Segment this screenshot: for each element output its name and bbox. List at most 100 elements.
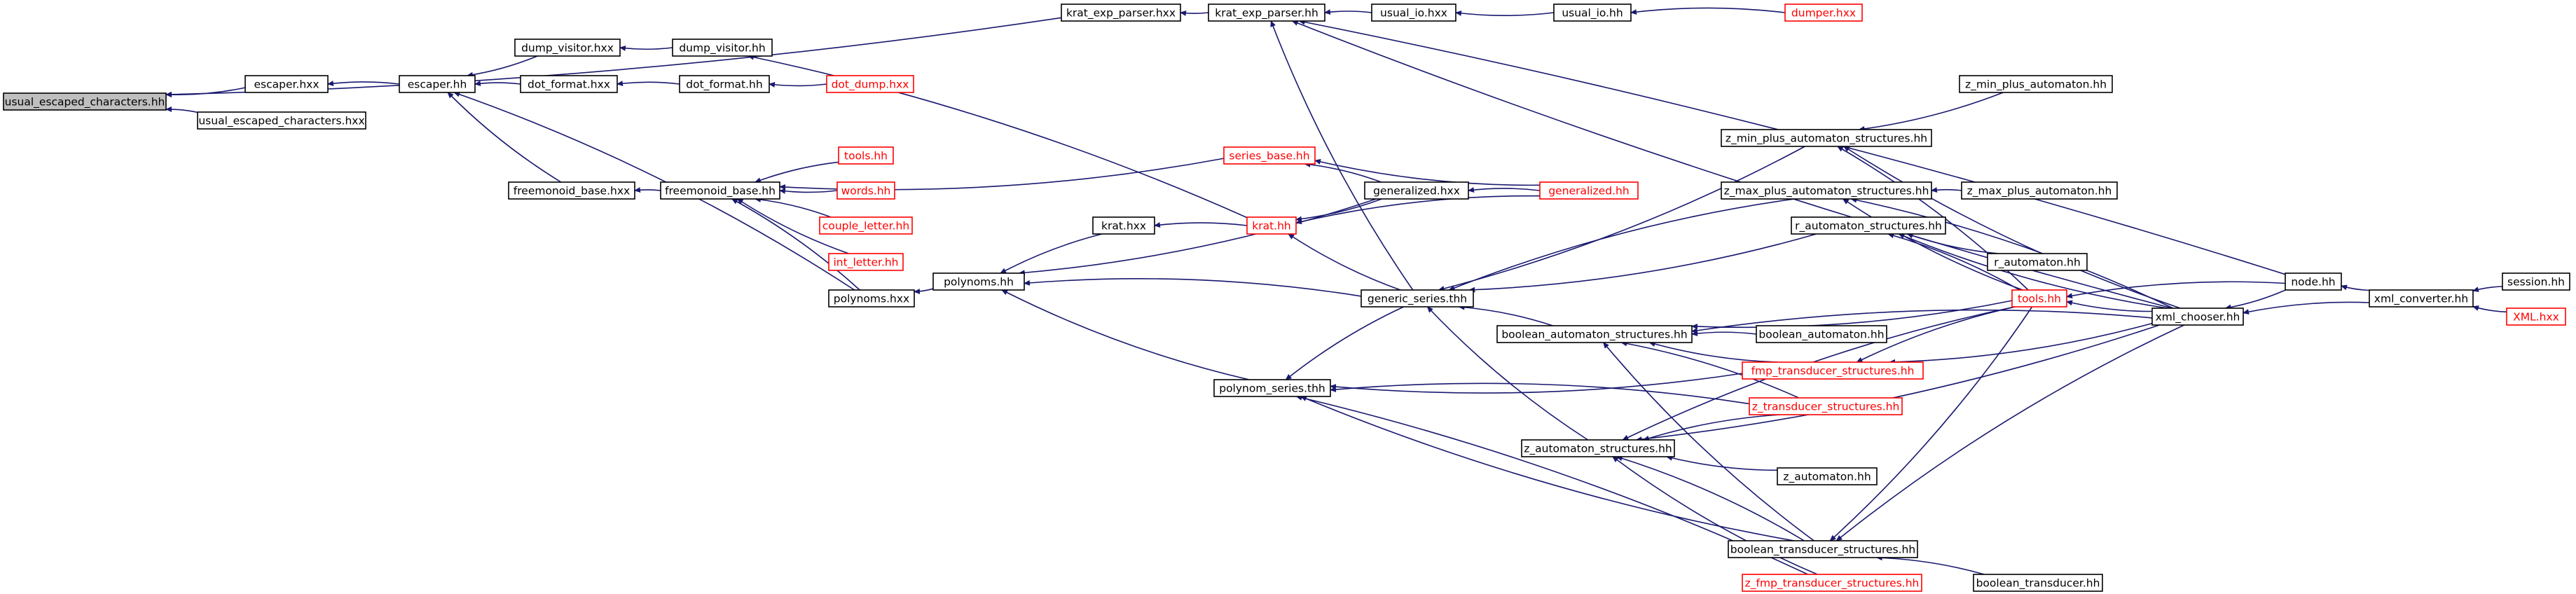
edge-xml_chooser_hh-to-tools_hh_b bbox=[2066, 300, 2153, 312]
node-usual_io_hh[interactable]: usual_io.hh bbox=[1553, 4, 1632, 22]
node-label: session.hh bbox=[2507, 276, 2565, 289]
edge-krat_hxx-to-polynoms_hh bbox=[1000, 233, 1103, 274]
node-z_fmp_transducer_structures_hh[interactable]: z_fmp_transducer_structures.hh bbox=[1742, 574, 1922, 592]
edge-tools_hh_b-to-z_max_plus_automaton_structures_hh bbox=[1842, 198, 2023, 291]
edge-xml_converter_hh-to-xml_chooser_hh bbox=[2243, 301, 2370, 315]
node-int_letter_hh[interactable]: int_letter.hh bbox=[828, 253, 904, 271]
edge-z_min_plus_automaton_structures_hh-to-generic_series_thh bbox=[1438, 146, 1805, 291]
node-box bbox=[508, 181, 635, 200]
node-label: dot_format.hh bbox=[686, 78, 762, 92]
node-fmp_transducer_structures_hh[interactable]: fmp_transducer_structures.hh bbox=[1742, 361, 1924, 380]
node-label: z_min_plus_automaton_structures.hh bbox=[1726, 132, 1927, 146]
node-generic_series_thh[interactable]: generic_series.thh bbox=[1361, 289, 1474, 308]
node-dump_visitor_hxx[interactable]: dump_visitor.hxx bbox=[514, 39, 621, 57]
node-words_hh[interactable]: words.hh bbox=[836, 181, 895, 200]
node-boolean_automaton_structures_hh[interactable]: boolean_automaton_structures.hh bbox=[1496, 325, 1693, 343]
edge-layer bbox=[165, 7, 2507, 575]
node-box bbox=[2506, 308, 2566, 326]
node-label: dump_visitor.hxx bbox=[521, 42, 614, 55]
node-freemonoid_base_hxx[interactable]: freemonoid_base.hxx bbox=[508, 181, 635, 200]
node-generalized_hxx[interactable]: generalized.hxx bbox=[1364, 181, 1469, 200]
node-krat_hxx[interactable]: krat.hxx bbox=[1092, 216, 1155, 235]
edge-boolean_automaton_structures_hh-to-generic_series_thh bbox=[1458, 304, 1553, 326]
node-polynoms_hh[interactable]: polynoms.hh bbox=[932, 272, 1025, 291]
node-box bbox=[828, 289, 915, 308]
edge-generic_series_thh-to-polynoms_hh bbox=[1024, 278, 1362, 297]
node-z_automaton_hh[interactable]: z_automaton.hh bbox=[1777, 467, 1878, 485]
node-krat_hh[interactable]: krat.hh bbox=[1246, 216, 1297, 235]
node-label: usual_io.hh bbox=[1562, 7, 1623, 20]
node-z_max_plus_automaton_structures_hh[interactable]: z_max_plus_automaton_structures.hh bbox=[1721, 181, 1932, 200]
node-r_automaton_structures_hh[interactable]: r_automaton_structures.hh bbox=[1791, 216, 1946, 235]
node-dot_format_hxx[interactable]: dot_format.hxx bbox=[520, 75, 618, 93]
node-label: int_letter.hh bbox=[833, 256, 898, 270]
node-label: generic_series.thh bbox=[1368, 293, 1467, 306]
node-label: words.hh bbox=[841, 185, 891, 198]
node-boolean_transducer_hh[interactable]: boolean_transducer.hh bbox=[1973, 574, 2103, 592]
edge-node_hh-to-xml_chooser_hh bbox=[2224, 289, 2286, 310]
node-label: fmp_transducer_structures.hh bbox=[1751, 365, 1915, 378]
node-generalized_hh[interactable]: generalized.hh bbox=[1539, 181, 1639, 200]
node-label: z_max_plus_automaton_structures.hh bbox=[1724, 185, 1929, 198]
edge-freemonoid_base_hxx-to-escaper_hh bbox=[447, 92, 562, 183]
node-label: tools.hh bbox=[844, 150, 888, 163]
node-session_hh[interactable]: session.hh bbox=[2502, 272, 2570, 291]
node-layer: usual_escaped_characters.hh escaper.hxx us… bbox=[3, 4, 2570, 592]
node-XML_hxx[interactable]: XML.hxx bbox=[2506, 308, 2566, 326]
node-box bbox=[2151, 308, 2244, 326]
node-box bbox=[1973, 574, 2103, 592]
node-box bbox=[1791, 216, 1946, 235]
node-dump_visitor_hh[interactable]: dump_visitor.hh bbox=[672, 39, 773, 57]
node-escaper_hxx[interactable]: escaper.hxx bbox=[244, 75, 329, 93]
node-box bbox=[1961, 181, 2118, 200]
node-krat_exp_parser_hh[interactable]: krat_exp_parser.hh bbox=[1208, 4, 1325, 22]
edge-usual_io_hh-to-usual_io_hxx bbox=[1455, 10, 1555, 16]
node-box bbox=[679, 75, 770, 93]
edge-words_hh-to-freemonoid_base_hh bbox=[779, 188, 838, 194]
node-boolean_transducer_structures_hh[interactable]: boolean_transducer_structures.hh bbox=[1728, 540, 1918, 558]
node-z_automaton_structures_hh[interactable]: z_automaton_structures.hh bbox=[1521, 439, 1675, 457]
edge-xml_chooser_hh-to-boolean_transducer_structures_hh bbox=[1835, 324, 2185, 541]
node-box bbox=[819, 216, 913, 235]
node-dot_dump_hxx[interactable]: dot_dump.hxx bbox=[826, 75, 914, 93]
node-r_automaton_hh[interactable]: r_automaton.hh bbox=[1987, 253, 2088, 271]
node-z_min_plus_automaton_structures_hh[interactable]: z_min_plus_automaton_structures.hh bbox=[1721, 129, 1932, 147]
node-box bbox=[1784, 4, 1863, 22]
node-escaper_hh[interactable]: escaper.hh bbox=[399, 75, 476, 93]
edge-z_fmp_transducer_structures_hh-to-z_automaton_structures_hh bbox=[1612, 456, 1818, 575]
node-polynoms_hxx[interactable]: polynoms.hxx bbox=[828, 289, 915, 308]
node-usual_escaped_characters_hxx[interactable]: usual_escaped_characters.hxx bbox=[197, 111, 366, 130]
node-tools_hh_b[interactable]: tools.hh bbox=[2011, 289, 2067, 308]
edge-xml_chooser_hh-to-z_automaton_structures_hh bbox=[1635, 324, 2160, 443]
node-node_hh[interactable]: node.hh bbox=[2285, 272, 2342, 291]
node-box bbox=[1361, 289, 1474, 308]
node-box bbox=[1959, 75, 2113, 93]
node-dumper_hxx[interactable]: dumper.hxx bbox=[1784, 4, 1863, 22]
node-box bbox=[1987, 253, 2088, 271]
node-z_transducer_structures_hh[interactable]: z_transducer_structures.hh bbox=[1749, 397, 1903, 415]
node-krat_exp_parser_hxx[interactable]: krat_exp_parser.hxx bbox=[1061, 4, 1181, 22]
edge-fmp_transducer_structures_hh-to-boolean_automaton_structures_hh bbox=[1648, 341, 1778, 363]
node-xml_chooser_hh[interactable]: xml_chooser.hh bbox=[2151, 308, 2244, 326]
node-label: z_min_plus_automaton.hh bbox=[1965, 78, 2107, 92]
node-xml_converter_hh[interactable]: xml_converter.hh bbox=[2369, 289, 2474, 308]
node-usual_escaped_characters_hh[interactable]: usual_escaped_characters.hh bbox=[3, 92, 167, 111]
node-box bbox=[2011, 289, 2067, 308]
node-couple_letter_hh[interactable]: couple_letter.hh bbox=[819, 216, 913, 235]
node-freemonoid_base_hh[interactable]: freemonoid_base.hh bbox=[660, 181, 780, 200]
node-polynom_series_thh[interactable]: polynom_series.thh bbox=[1213, 379, 1331, 397]
node-tools_hh_a[interactable]: tools.hh bbox=[838, 146, 894, 165]
node-usual_io_hxx[interactable]: usual_io.hxx bbox=[1371, 4, 1456, 22]
node-z_min_plus_automaton_hh[interactable]: z_min_plus_automaton.hh bbox=[1959, 75, 2113, 93]
edge-fmp_transducer_structures_hh-to-polynom_series_thh bbox=[1330, 373, 1743, 394]
edge-polynom_series_thh-to-polynoms_hh bbox=[1001, 289, 1250, 380]
edge-krat_hh-to-krat_hxx bbox=[1154, 222, 1248, 228]
edge-int_letter_hh-to-freemonoid_base_hh bbox=[736, 198, 849, 254]
edge-r_automaton_structures_hh-to-generic_series_thh bbox=[1468, 233, 1817, 293]
node-z_max_plus_automaton_hh[interactable]: z_max_plus_automaton.hh bbox=[1961, 181, 2118, 200]
node-box bbox=[1213, 379, 1331, 397]
node-dot_format_hh[interactable]: dot_format.hh bbox=[679, 75, 770, 93]
node-series_base_hh[interactable]: series_base.hh bbox=[1223, 146, 1316, 165]
node-label: usual_escaped_characters.hxx bbox=[198, 115, 364, 128]
node-boolean_automaton_hh[interactable]: boolean_automaton.hh bbox=[1756, 325, 1887, 343]
